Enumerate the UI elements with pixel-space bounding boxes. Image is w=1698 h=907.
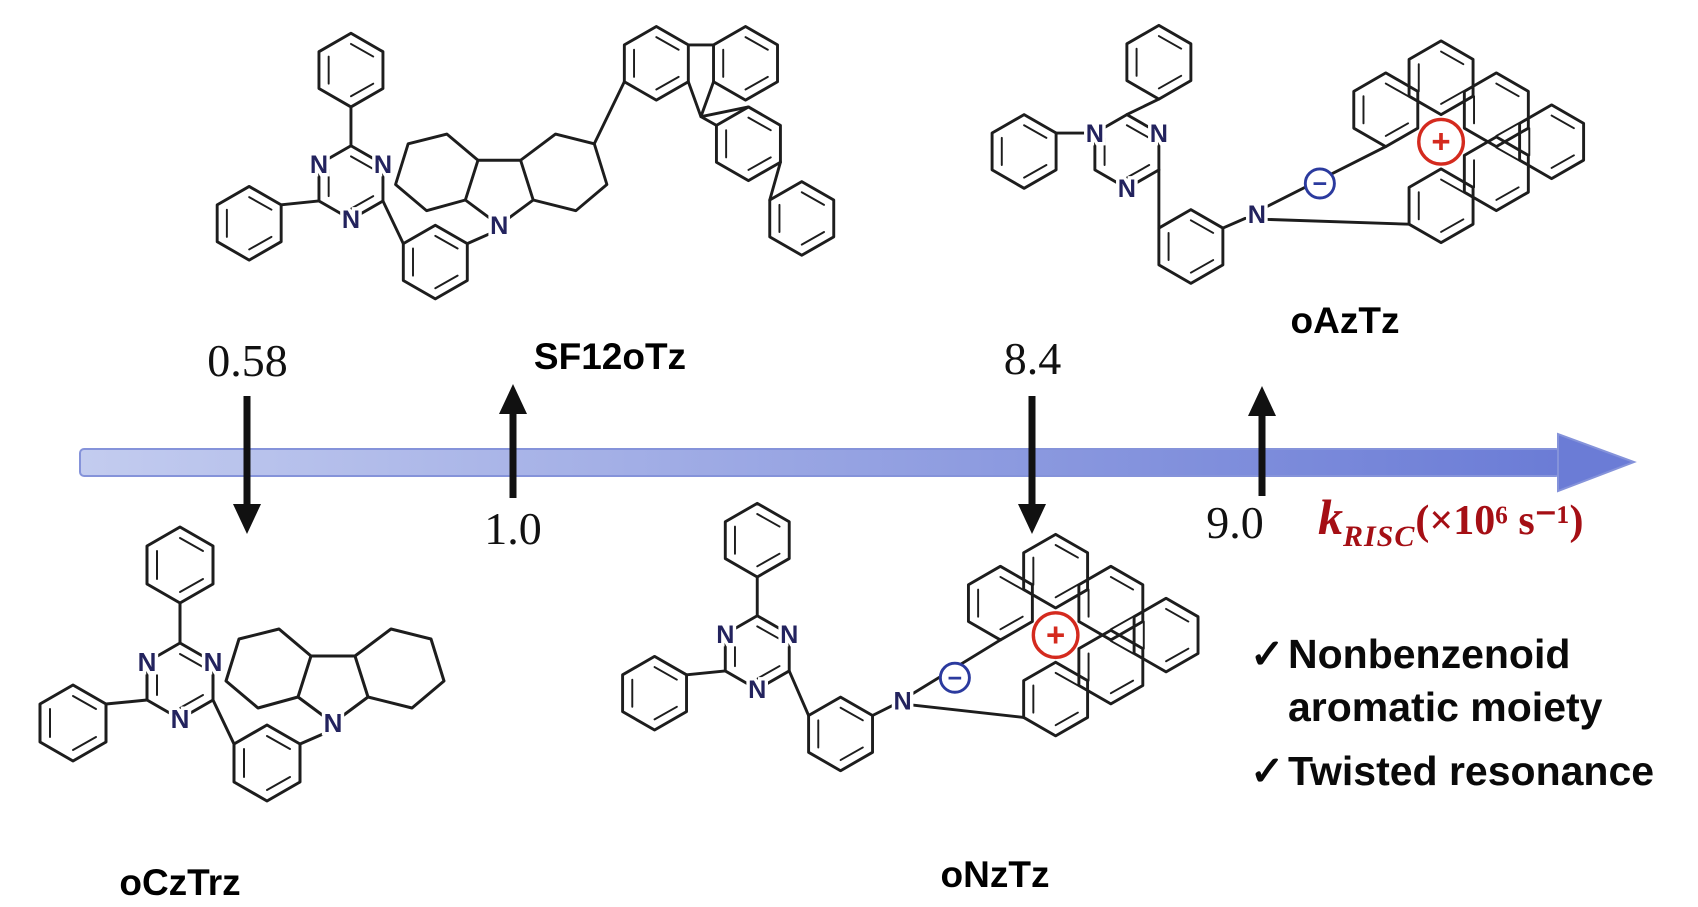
nitrogen-label: N — [342, 206, 360, 234]
carbazole-left-ring — [394, 132, 480, 213]
plus-charge-label: + — [1431, 122, 1450, 159]
krisc-subscript: RISC — [1343, 520, 1416, 553]
nitrogen-label: N — [1118, 175, 1136, 203]
molecule-structure-ocztrz: N N N N — [38, 525, 446, 803]
krisc-value-onztz: 8.4 — [1003, 333, 1062, 384]
axis-arrow — [79, 432, 1637, 493]
checklist-item: ✓ Twisted resonance — [1250, 745, 1698, 798]
molecule-label-oaztz: oAzTz — [1290, 300, 1400, 341]
checklist: ✓ Nonbenzenoid aromatic moiety ✓ Twisted… — [1250, 628, 1698, 808]
nitrogen-label: N — [893, 688, 911, 716]
plus-charge-icon — [1031, 611, 1080, 660]
krisc-value-sf12otz: 1.0 — [484, 503, 542, 554]
krisc-k: k — [1318, 489, 1343, 545]
molecule-structure-oaztz: − + N N N N — [990, 23, 1586, 285]
checklist-item-text: Twisted resonance — [1288, 747, 1655, 794]
nitrogen-label: N — [1150, 120, 1168, 148]
value-arrow-ocztrz — [233, 396, 261, 534]
axis-label-krisc: kRISC(×10⁶ s⁻¹) — [1318, 488, 1584, 554]
carbazole-left-ring — [224, 627, 313, 710]
nitrogen-label: N — [780, 621, 798, 649]
carbazole-pyrrole-ring — [463, 158, 535, 227]
molecule-label-onztz: oNzTz — [940, 854, 1050, 895]
nitrogen-label: N — [171, 704, 190, 734]
nitrogen-label: N — [204, 647, 223, 677]
bond-lines — [279, 105, 493, 246]
nitrogen-label: N — [374, 151, 392, 179]
carbazole-pyrrole-ring — [296, 654, 370, 725]
bond-lines — [685, 575, 896, 717]
molecule-label-sf12otz: SF12oTz — [533, 336, 687, 377]
minus-charge-icon — [1303, 167, 1336, 200]
nitrogen-label: N — [748, 676, 766, 704]
nitrogen-label: N — [490, 212, 508, 240]
krisc-value-ocztrz: 0.58 — [207, 335, 288, 386]
nitrogen-label: N — [716, 621, 734, 649]
minus-charge-label: − — [948, 664, 963, 692]
minus-charge-icon — [938, 661, 971, 694]
molecule-structure-sf12otz: N N N N — [215, 25, 836, 301]
value-arrow-onztz — [1018, 396, 1046, 534]
carbazole-right-ring — [353, 627, 446, 710]
molecule-structure-onztz: − + N N N N — [621, 501, 1200, 773]
nitrogen-label: N — [138, 647, 157, 677]
value-arrow-sf12otz — [499, 384, 527, 498]
bond-lines — [1054, 97, 1247, 230]
nitrogen-label: N — [1248, 201, 1266, 229]
krisc-value-oaztz: 9.0 — [1206, 497, 1264, 548]
check-icon: ✓ — [1250, 631, 1285, 677]
spiro-bonds — [699, 105, 782, 202]
nitrogen-label: N — [1086, 120, 1104, 148]
carbazole-right-ring — [519, 132, 609, 213]
checklist-item-text: Nonbenzenoid aromatic moiety — [1288, 631, 1603, 731]
plus-charge-label: + — [1046, 616, 1065, 653]
spiro-link-bond — [592, 80, 626, 146]
bond-lines — [104, 601, 325, 746]
check-icon: ✓ — [1250, 747, 1285, 794]
krisc-units: (×10⁶ s⁻¹) — [1415, 498, 1584, 544]
minus-charge-label: − — [1312, 170, 1327, 198]
value-arrow-oaztz — [1248, 386, 1276, 496]
nitrogen-label: N — [324, 708, 343, 738]
nitrogen-label: N — [310, 151, 328, 179]
checklist-item: ✓ Nonbenzenoid aromatic moiety — [1250, 628, 1698, 735]
molecule-label-ocztrz: oCzTrz — [119, 862, 241, 903]
plus-charge-icon — [1417, 117, 1466, 166]
